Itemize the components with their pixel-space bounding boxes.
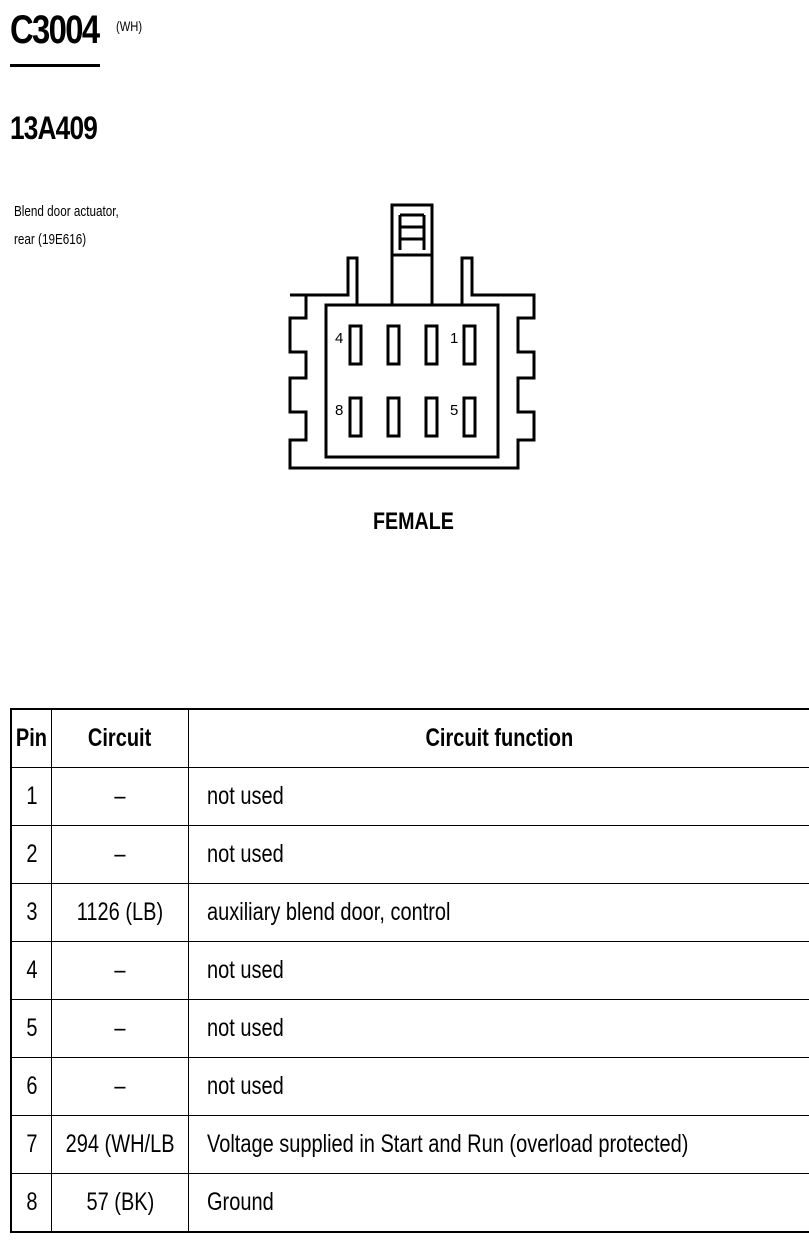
connector-latch	[390, 203, 434, 257]
circuit-cell: –	[50, 999, 190, 1058]
function-cell: not used	[188, 941, 809, 1000]
table-row: 5 – not used	[10, 999, 809, 1058]
component-description: Blend door actuator, rear (19E616)	[14, 198, 162, 254]
pin-cell: 7	[10, 1115, 52, 1174]
table-row: 4 – not used	[10, 941, 809, 1000]
part-number: 13A409	[10, 110, 98, 146]
connector-face-diagram: 4 1 8 5	[288, 203, 536, 470]
pin-cell: 5	[10, 999, 52, 1058]
circuit-cell: 57 (BK)	[50, 1173, 190, 1233]
table-row: 3 1126 (LB) auxiliary blend door, contro…	[10, 883, 809, 942]
function-cell: Ground	[188, 1173, 809, 1233]
connector-color: (WH)	[116, 18, 143, 34]
pin-cell: 4	[10, 941, 52, 1000]
header-circuit: Circuit	[50, 708, 190, 768]
description-line-2: rear (19E616)	[14, 231, 87, 248]
header-circuit-function: Circuit function	[188, 708, 809, 768]
table-header-row: Pin Circuit Circuit function	[10, 708, 809, 768]
pin-cell: 2	[10, 825, 52, 884]
pin-slot	[386, 324, 401, 366]
function-cell: not used	[188, 767, 809, 826]
function-cell: auxiliary blend door, control	[188, 883, 809, 942]
function-cell: not used	[188, 999, 809, 1058]
pin-slot	[386, 396, 401, 438]
connector-housing	[288, 253, 536, 470]
connector-cavity	[324, 303, 500, 459]
circuit-cell: –	[50, 767, 190, 826]
pin-slot	[348, 396, 363, 438]
table-row: 6 – not used	[10, 1057, 809, 1116]
description-line-1: Blend door actuator,	[14, 203, 119, 220]
pin-slot	[462, 324, 477, 366]
circuit-cell: 294 (WH/LB	[50, 1115, 190, 1174]
view-label: FEMALE	[373, 508, 454, 535]
connector-code: C3004	[10, 8, 100, 52]
pin-cell: 6	[10, 1057, 52, 1116]
pin-label-4: 4	[335, 330, 343, 347]
pin-cell: 8	[10, 1173, 52, 1233]
pin-label-1: 1	[450, 330, 458, 347]
pin-cell: 3	[10, 883, 52, 942]
header-underline	[10, 64, 100, 67]
pinout-table: Pin Circuit Circuit function 1 – not use…	[10, 708, 809, 1233]
pin-slot	[348, 324, 363, 366]
header-pin: Pin	[10, 708, 52, 768]
pin-slot	[424, 396, 439, 438]
table-row: 2 – not used	[10, 825, 809, 884]
pin-label-8: 8	[335, 402, 343, 419]
table-row: 8 57 (BK) Ground	[10, 1173, 809, 1233]
table-row: 1 – not used	[10, 767, 809, 826]
pin-slot	[424, 324, 439, 366]
pin-cell: 1	[10, 767, 52, 826]
circuit-cell: –	[50, 941, 190, 1000]
function-cell: Voltage supplied in Start and Run (overl…	[188, 1115, 809, 1174]
pin-label-5: 5	[450, 402, 458, 419]
function-cell: not used	[188, 1057, 809, 1116]
circuit-cell: 1126 (LB)	[50, 883, 190, 942]
circuit-cell: –	[50, 1057, 190, 1116]
pin-slot	[462, 396, 477, 438]
circuit-cell: –	[50, 825, 190, 884]
table-row: 7 294 (WH/LB Voltage supplied in Start a…	[10, 1115, 809, 1174]
function-cell: not used	[188, 825, 809, 884]
